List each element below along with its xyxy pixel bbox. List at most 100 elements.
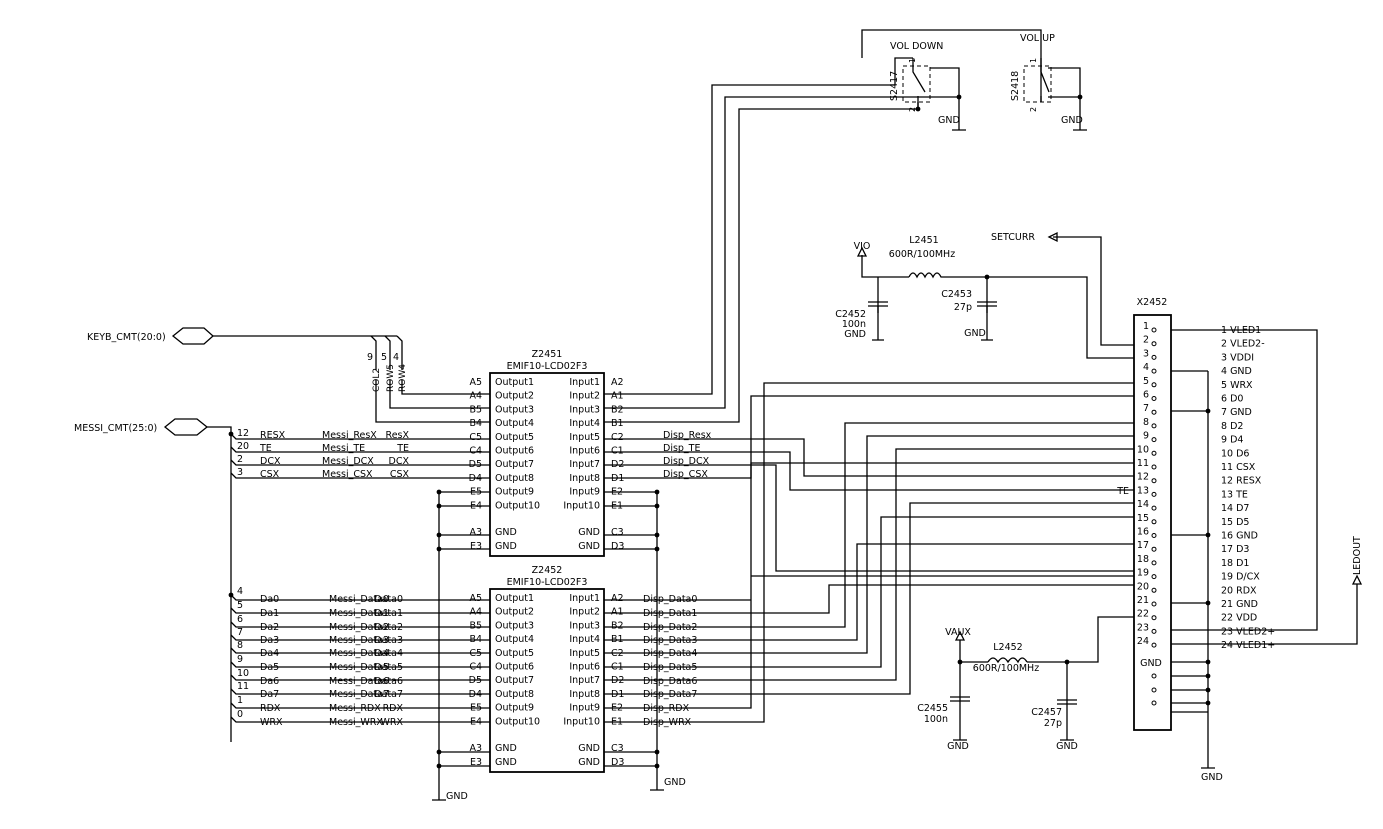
messi-ctrl-num: 2 <box>237 454 243 465</box>
connector-pin-dot <box>1151 478 1157 484</box>
chip-pin-right: C2 <box>611 648 624 659</box>
messi-data-sig: Da1 <box>260 608 279 619</box>
messi-ctrl-num: 12 <box>237 428 249 439</box>
chip-pin-left: E3 <box>470 541 482 552</box>
junction-dot <box>228 592 234 598</box>
connector-pin-label: 2 VLED2- <box>1221 339 1265 350</box>
switch-pin: 1 <box>908 58 917 63</box>
junction-dot <box>1205 532 1211 538</box>
chip-pin-left: E4 <box>470 500 482 511</box>
junction-dot <box>654 489 660 495</box>
chip-ref: Z2452 <box>532 565 563 576</box>
junction-dot <box>956 94 962 100</box>
connector-pin-label: 17 D3 <box>1221 544 1249 555</box>
keyb-tap-name: ROW5 <box>386 364 396 392</box>
chip-pin-name-left: GND <box>495 743 517 754</box>
messi-data-sig: Da6 <box>260 676 279 687</box>
junction-dots <box>228 94 1211 769</box>
connector-pin-number: 17 <box>1137 540 1149 551</box>
connector-pin-label: 16 GND <box>1221 531 1258 542</box>
disp-data-net: Disp_Data4 <box>643 648 697 659</box>
messi-bus-label: MESSI_CMT(25:0) <box>74 423 157 434</box>
switch-s2417-body <box>902 65 931 103</box>
messi-data-tag: Data3 <box>374 635 403 646</box>
messi-ctrl-num: 3 <box>237 467 243 478</box>
chip-part: EMIF10-LCD02F3 <box>507 361 588 372</box>
connector-pin-label: 6 D0 <box>1221 394 1243 405</box>
data-right-wires <box>604 382 1140 723</box>
connector-pin-label: 18 D1 <box>1221 558 1249 569</box>
connector-pin-dot <box>1151 560 1157 566</box>
connector-pin-dot <box>1151 341 1157 347</box>
messi-data-num: 1 <box>237 695 243 706</box>
junction-dot <box>436 763 442 769</box>
cap-value: 27p <box>1044 718 1062 729</box>
setcurr-label: SETCURR <box>991 232 1035 243</box>
gnd-label: GND <box>947 741 969 752</box>
connector-pin-dot <box>1151 642 1157 648</box>
chip-pin-left: D4 <box>469 473 482 484</box>
chip-pin-right: D3 <box>611 757 624 768</box>
messi-data-sig: Da3 <box>260 635 279 646</box>
messi-data-sig: Da5 <box>260 662 279 673</box>
connector-pin-dot <box>1151 628 1157 634</box>
connector-pin-dot <box>1151 574 1157 580</box>
connector-gnd-label: GND <box>1140 658 1162 669</box>
messi-data-tag: RDX <box>383 703 404 714</box>
connector-pin-dot <box>1151 533 1157 538</box>
chip-pin-name-left: Output9 <box>495 703 534 714</box>
junction-dot <box>654 546 660 552</box>
chip-pin-name-left: Output3 <box>495 620 534 631</box>
cap-value: 100n <box>924 714 948 725</box>
chip-pin-right: D2 <box>611 675 624 686</box>
cap-value: 27p <box>954 302 972 313</box>
messi-data-tag: Data0 <box>374 594 403 605</box>
ctrl-left-wires <box>230 433 490 479</box>
connector-pin-number: 20 <box>1137 581 1149 592</box>
vaux-label: VAUX <box>945 627 971 638</box>
connector-pin-label: 7 GND <box>1221 407 1252 418</box>
chip-pin-name-left: Output1 <box>495 377 534 388</box>
junction-dot <box>915 106 921 112</box>
chip-pin-name-right: GND <box>578 743 600 754</box>
junction-dot <box>654 532 660 538</box>
connector-pin-label: 13 TE <box>1221 489 1248 500</box>
connector-pin-number: 18 <box>1137 554 1149 565</box>
connector-pin-number: 4 <box>1143 362 1149 373</box>
chip-pin-right: B1 <box>611 418 624 429</box>
messi-ctrl-sig: CSX <box>260 469 280 480</box>
connector-pin-number: 14 <box>1137 499 1149 510</box>
chip-pin-left: B5 <box>469 620 482 631</box>
messi-data-num: 6 <box>237 614 243 625</box>
keyb-bus-port <box>171 327 214 345</box>
chip-pin-name-left: Output6 <box>495 446 534 457</box>
chip-pin-left: E3 <box>470 757 482 768</box>
messi-ctrl-net: Messi_DCX <box>322 456 374 467</box>
chip-pin-name-left: Output10 <box>495 716 540 727</box>
cap-wires <box>877 306 988 313</box>
keyb-bus-breakout <box>370 335 403 370</box>
messi-data-sig: Da0 <box>260 594 279 605</box>
switch-title: VOL DOWN <box>890 41 943 52</box>
messi-ctrl-sig: DCX <box>260 456 281 467</box>
chip-pin-name-left: GND <box>495 527 517 538</box>
chip-pin-name-right: GND <box>578 541 600 552</box>
gnd-rail-left <box>438 491 490 800</box>
chip-pin-name-right: Input10 <box>563 500 600 511</box>
connector-pin-dot <box>1151 700 1157 706</box>
disp-ctrl-net: Disp_TE <box>663 443 701 454</box>
keyb-tap-number: 4 <box>393 352 399 363</box>
chip-pin-left: C4 <box>469 446 482 457</box>
chip-z2452-body <box>489 588 605 773</box>
connector-pin-dot <box>1151 601 1157 607</box>
keyb-bus-label: KEYB_CMT(20:0) <box>87 332 166 343</box>
messi-ctrl-tag: ResX <box>386 430 410 441</box>
junction-dot <box>228 431 234 437</box>
chip-pin-right: A2 <box>611 377 624 388</box>
chip-pin-right: D1 <box>611 473 624 484</box>
chip-pin-name-right: Input8 <box>569 689 600 700</box>
chip-pin-right: A2 <box>611 593 624 604</box>
chip-pin-right: B2 <box>611 404 624 415</box>
switch-title: VOL UP <box>1020 33 1055 44</box>
